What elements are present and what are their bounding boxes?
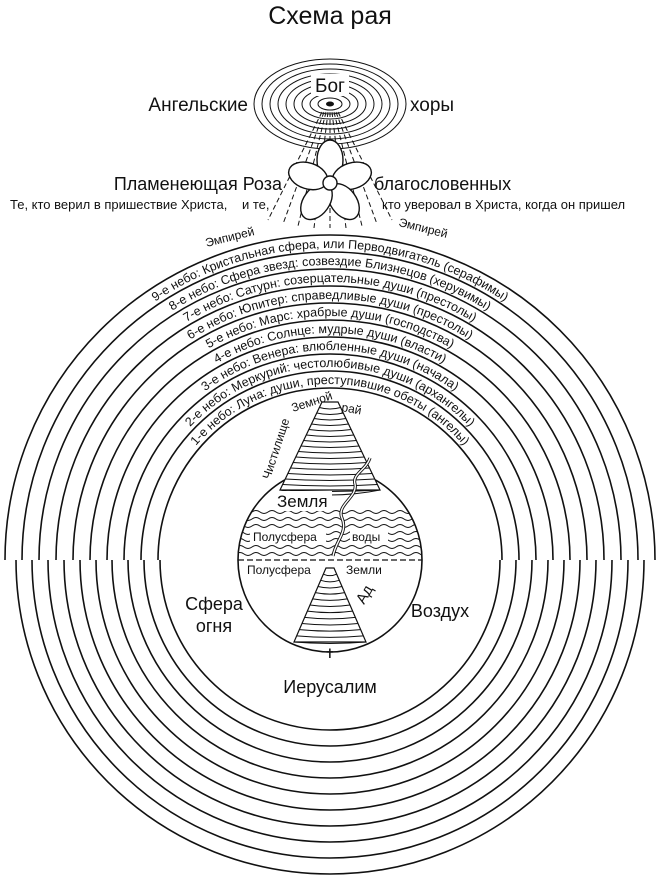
believers-before-label: Те, кто верил в пришествие Христа, [10,197,227,212]
sphere-ring-lower [63,560,597,827]
sphere-ring-lower [47,560,613,843]
earth-label-bg [276,491,332,511]
purgatory-terrace [314,418,346,421]
hell-circle [315,592,345,595]
purgatory-terrace [316,412,344,415]
sphere-ring-upper [106,336,554,560]
purgatory-label: Чистилище [260,416,293,481]
fire-sphere-label-b: огня [196,616,232,636]
sphere-ring-upper [38,268,622,560]
purgatory-terrace [285,478,375,481]
sphere-ring-upper [4,234,656,560]
wave-line [238,510,422,514]
earth-label: Земля [277,492,328,511]
empyrean-label-right: Эмпирей [397,215,449,241]
water-label-bg-a [250,528,326,544]
purgatory-terrace [311,423,349,426]
sphere-ring-upper [123,353,537,560]
angelic-choirs [253,58,407,150]
angelic-label-right: хоры [410,95,454,116]
sphere-ring-upper [89,319,571,560]
sphere-ring-lower [95,560,565,795]
god-label-bg [311,74,349,96]
hell-circle [320,579,340,583]
purgatory-terrace [287,473,373,476]
jerusalem-cross-icon: ✝ [325,646,336,661]
flaming-rose-icon [287,139,373,221]
fire-sphere-label-a: Сфера [185,594,244,614]
wave-line [238,517,422,521]
hell-circle [293,641,367,644]
purgatory-terrace [300,445,360,448]
hell-circle [317,586,343,589]
and-those-label: и те, [242,197,270,212]
air-label: Воздух [411,601,469,621]
purgatory-terrace [306,434,354,437]
hell-circle [304,616,356,620]
purgatory-terrace [282,484,378,487]
angelic-label-left: Ангельские [148,95,248,116]
wave-line [238,524,422,528]
believers-after-label: кто уверовал в Христа, когда он пришел [382,197,625,212]
sphere-ring-lower [111,560,549,779]
rose-label: Пламенеющая Роза [114,174,283,194]
land-hemisphere-label-b: Земли [346,563,382,577]
wave-line [238,545,422,549]
purgatory-terrace [319,407,341,410]
hell-circle [299,629,361,632]
sphere-ring-lower [127,560,533,763]
jerusalem-label: Иерусалим [283,677,377,697]
purgatory-terrace [293,462,367,465]
sphere-ring-lower [31,560,629,859]
water-hemisphere-label-b: воды [352,530,380,544]
purgatory-mountain [279,401,381,496]
sphere-ring-upper [72,302,588,560]
hell-label: Ад [353,582,377,607]
hell-circle [312,598,348,601]
earthly-paradise-label-b: рай [340,400,362,417]
sphere-ring-lower [15,560,645,875]
water-label-bg-b [350,528,388,544]
hell-circle [309,604,351,607]
purgatory-terrace [298,451,362,454]
purgatory-terrace [308,429,352,432]
land-hemisphere-label-a: Полусфера [247,563,311,577]
purgatory-terrace [303,440,357,443]
hell-circle [301,623,359,626]
hell-circle [296,635,364,638]
sphere-ring-upper [140,370,520,560]
heavenly-spheres [4,234,656,875]
hell-circle [323,573,337,577]
sphere-ring-lower [143,560,517,747]
hell-cone [293,567,367,644]
purgatory-terrace [295,456,365,459]
sphere-ring-lower [159,560,501,731]
god-label: Бог [315,76,345,97]
sphere-ring-upper [21,251,639,560]
sphere-ring-lower [79,560,581,811]
diagram-title: Схема рая [268,2,392,30]
water-hemisphere-label-a: Полусфера [253,530,317,544]
sphere-ring-upper [55,285,605,560]
hell-circle [307,610,353,614]
blessed-label: благословенных [374,174,511,194]
sphere-ring-upper [157,387,503,560]
